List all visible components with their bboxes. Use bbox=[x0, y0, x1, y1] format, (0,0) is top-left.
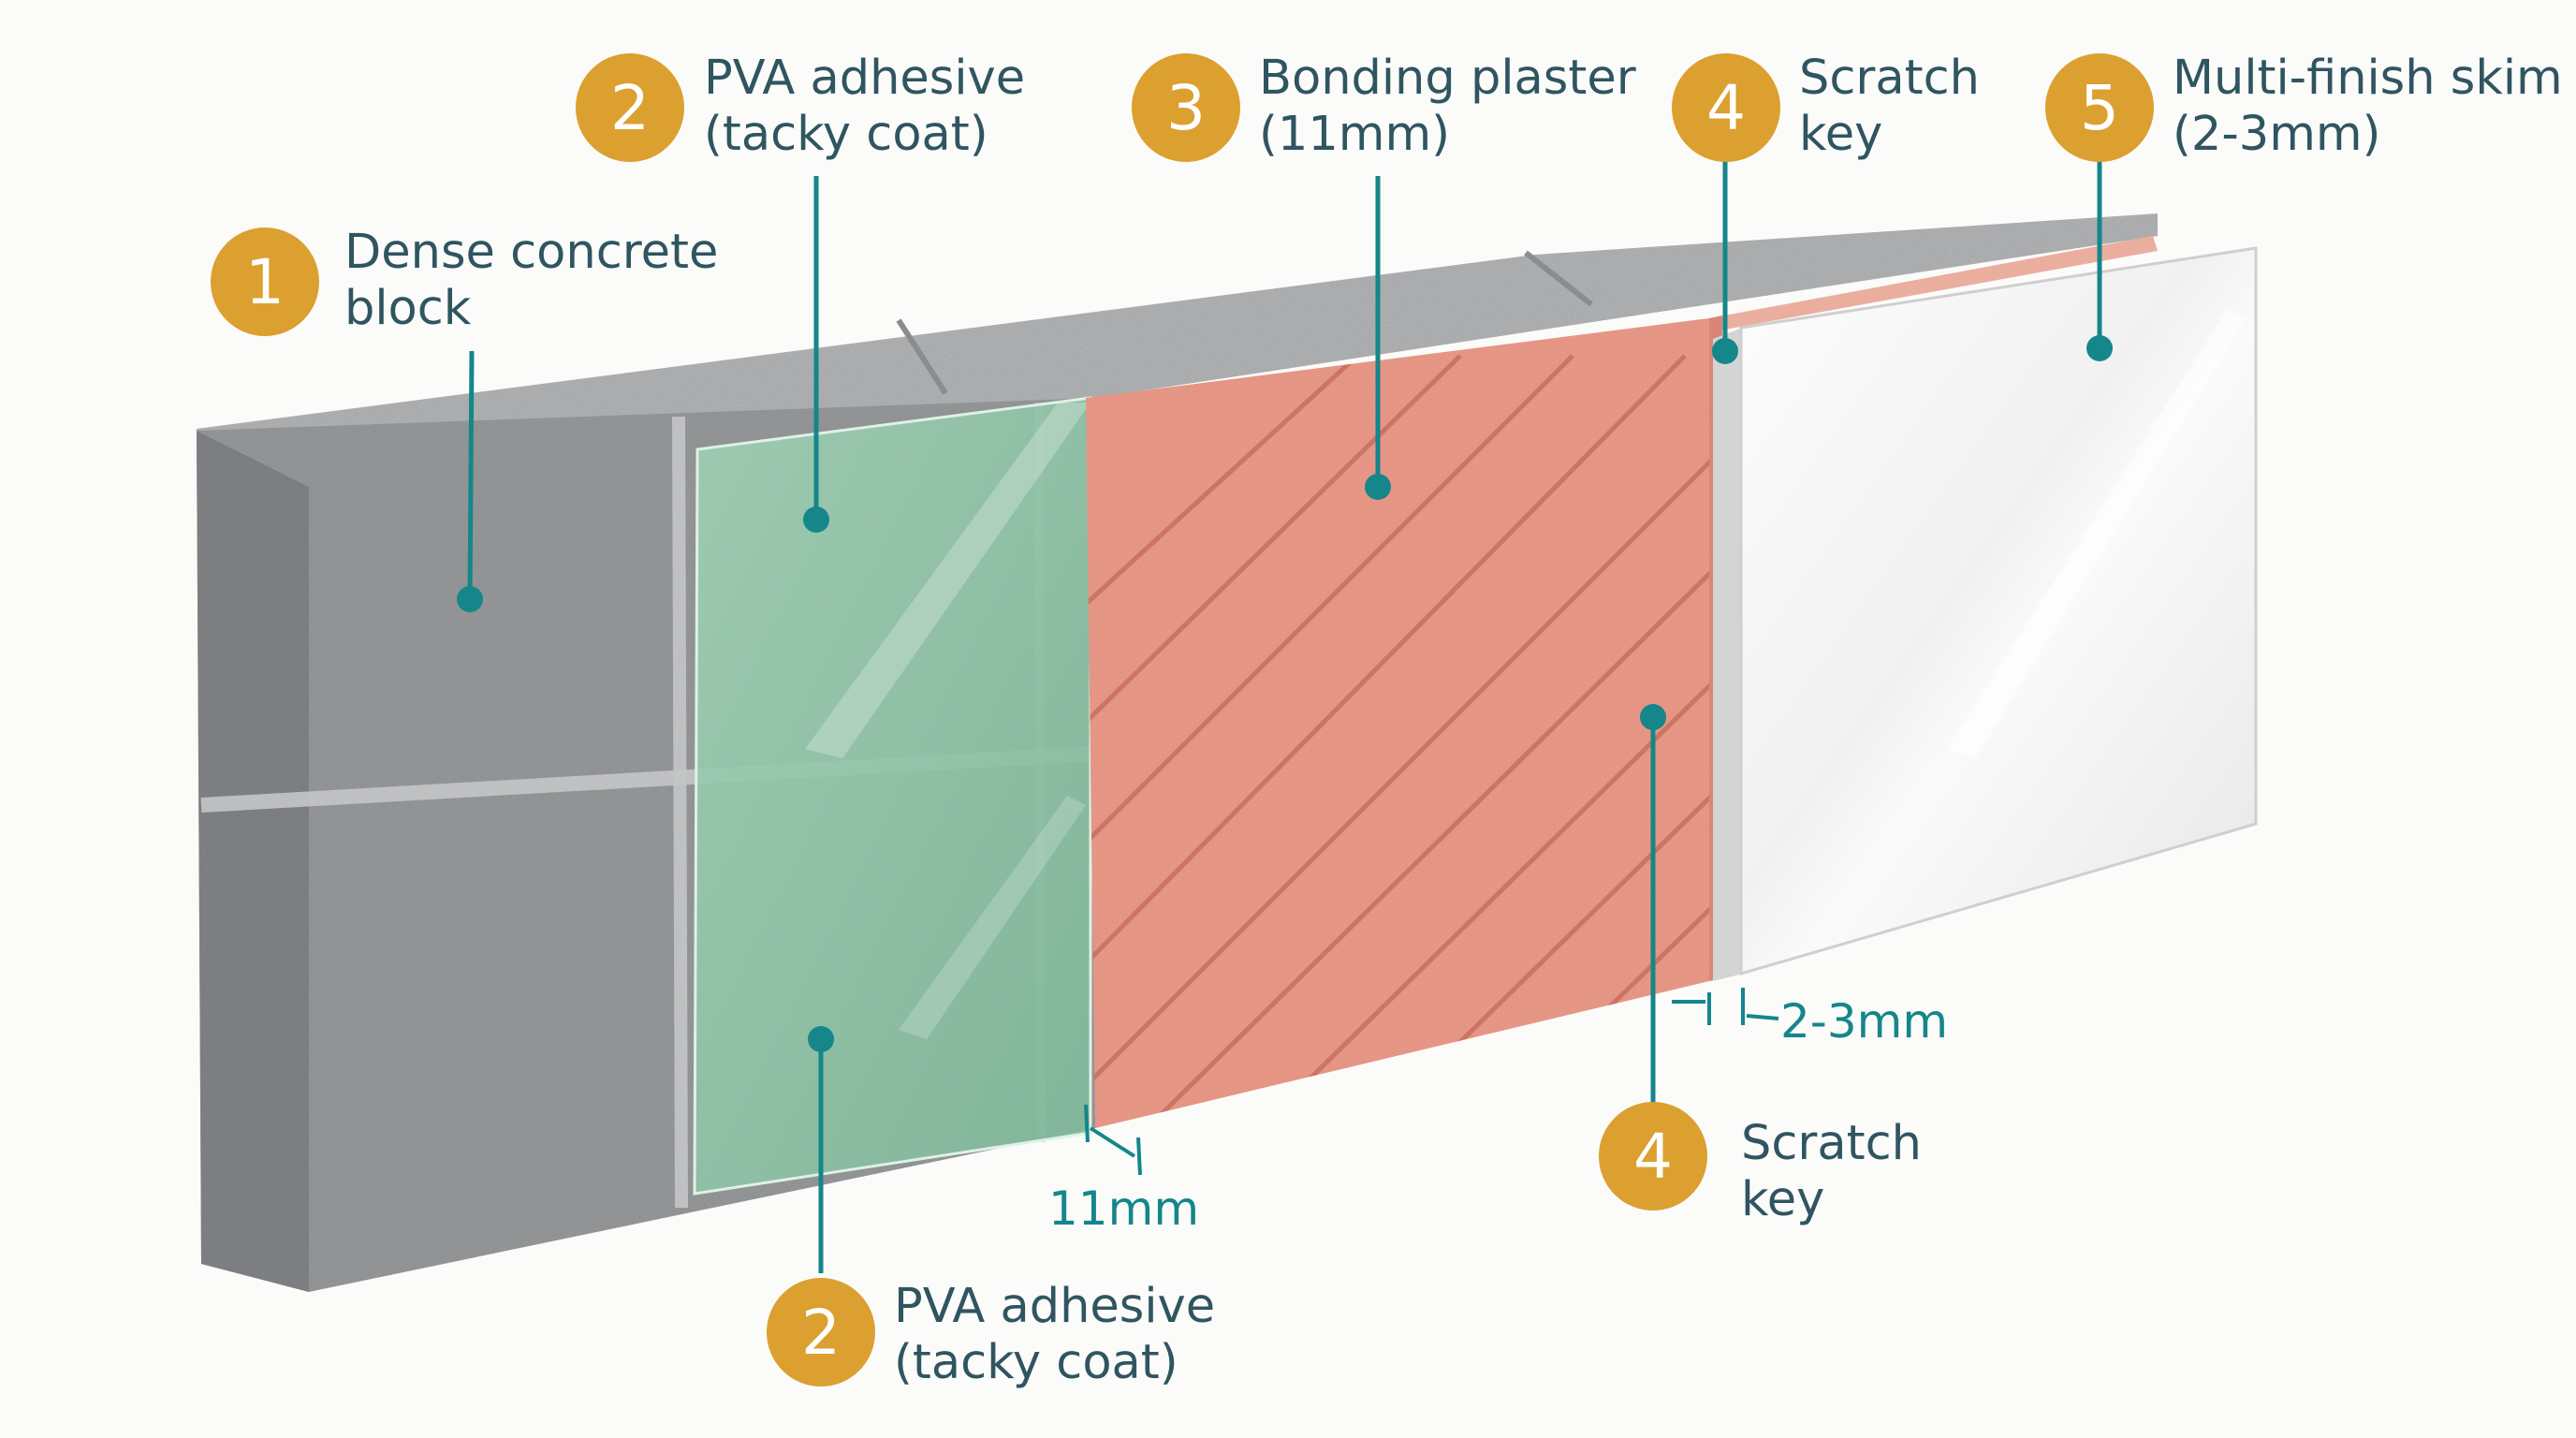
mortar-joint bbox=[672, 416, 688, 1209]
callout-badge-4-top: 4 bbox=[1672, 53, 1780, 162]
leader-dot-5 bbox=[2086, 335, 2113, 361]
dim-11mm-tick bbox=[1136, 1137, 1142, 1176]
leader-dot-4-top bbox=[1712, 338, 1738, 364]
callout-label-3: Bonding plaster (11mm) bbox=[1259, 51, 1636, 163]
callout-badge-4-bottom: 4 bbox=[1599, 1102, 1707, 1211]
block-top-face bbox=[197, 213, 2158, 466]
callout-label-4-top-line1: Scratch bbox=[1799, 51, 1980, 106]
callout-label-5: Multi-finish skim (2-3mm) bbox=[2173, 51, 2563, 163]
dim-11mm-arrow bbox=[1089, 1126, 1136, 1158]
callout-label-4-top: Scratch key bbox=[1799, 51, 1980, 163]
skim-glare bbox=[1947, 309, 2247, 758]
dim-11mm-tick bbox=[1084, 1104, 1090, 1143]
callout-label-4-bottom-line2: key bbox=[1741, 1172, 1825, 1227]
callout-label-4-bottom: Scratch key bbox=[1741, 1116, 1922, 1228]
callout-badge-2-top: 2 bbox=[576, 53, 684, 162]
callout-label-2-bottom-line2: (tacky coat) bbox=[894, 1335, 1178, 1390]
multi-finish-skim-layer bbox=[1739, 246, 2258, 976]
callout-badge-1: 1 bbox=[211, 227, 319, 336]
callout-label-4-top-line2: key bbox=[1799, 107, 1883, 162]
callout-label-2-top-line1: PVA adhesive bbox=[704, 51, 1026, 106]
callout-label-2-bottom: PVA adhesive (tacky coat) bbox=[894, 1279, 1215, 1391]
callout-label-2-bottom-line1: PVA adhesive bbox=[894, 1279, 1216, 1334]
leader-dot-1 bbox=[457, 586, 483, 612]
block-top-joint bbox=[896, 318, 948, 395]
dimension-plaster-thickness: 11mm bbox=[1048, 1181, 1200, 1236]
block-top-joint bbox=[1524, 250, 1593, 307]
callout-label-1: Dense concrete block bbox=[344, 225, 718, 337]
callout-label-5-line1: Multi-finish skim bbox=[2173, 51, 2563, 106]
dim-2-3mm-arrow bbox=[1746, 1014, 1779, 1020]
callout-label-2-top: PVA adhesive (tacky coat) bbox=[704, 51, 1025, 163]
callout-label-3-line1: Bonding plaster bbox=[1259, 51, 1636, 106]
pva-adhesive-layer bbox=[693, 396, 1092, 1196]
callout-label-2-top-line2: (tacky coat) bbox=[704, 107, 988, 162]
leader-dot-2-bottom bbox=[808, 1026, 834, 1052]
callout-badge-5: 5 bbox=[2045, 53, 2154, 162]
leader-dot-2-top bbox=[803, 506, 829, 533]
callout-badge-3: 3 bbox=[1132, 53, 1240, 162]
leader-dot-4-bottom bbox=[1640, 704, 1666, 730]
callout-label-5-line2: (2-3mm) bbox=[2173, 107, 2381, 162]
leader-line-1 bbox=[467, 350, 475, 600]
pva-glare bbox=[899, 796, 1086, 1039]
leader-dot-3 bbox=[1365, 474, 1391, 500]
callout-badge-2-bottom: 2 bbox=[767, 1278, 875, 1387]
callout-label-1-line1: Dense concrete bbox=[344, 225, 719, 280]
callout-label-4-bottom-line1: Scratch bbox=[1741, 1116, 1922, 1171]
block-side-face bbox=[197, 431, 309, 1292]
skim-side-edge bbox=[1713, 328, 1743, 981]
pva-glare bbox=[805, 403, 1090, 758]
callout-label-1-line2: block bbox=[344, 281, 472, 336]
callout-label-3-line2: (11mm) bbox=[1259, 107, 1451, 162]
bonding-plaster-layer bbox=[1086, 318, 1709, 1128]
dimension-skim-thickness: 2-3mm bbox=[1780, 994, 1949, 1049]
